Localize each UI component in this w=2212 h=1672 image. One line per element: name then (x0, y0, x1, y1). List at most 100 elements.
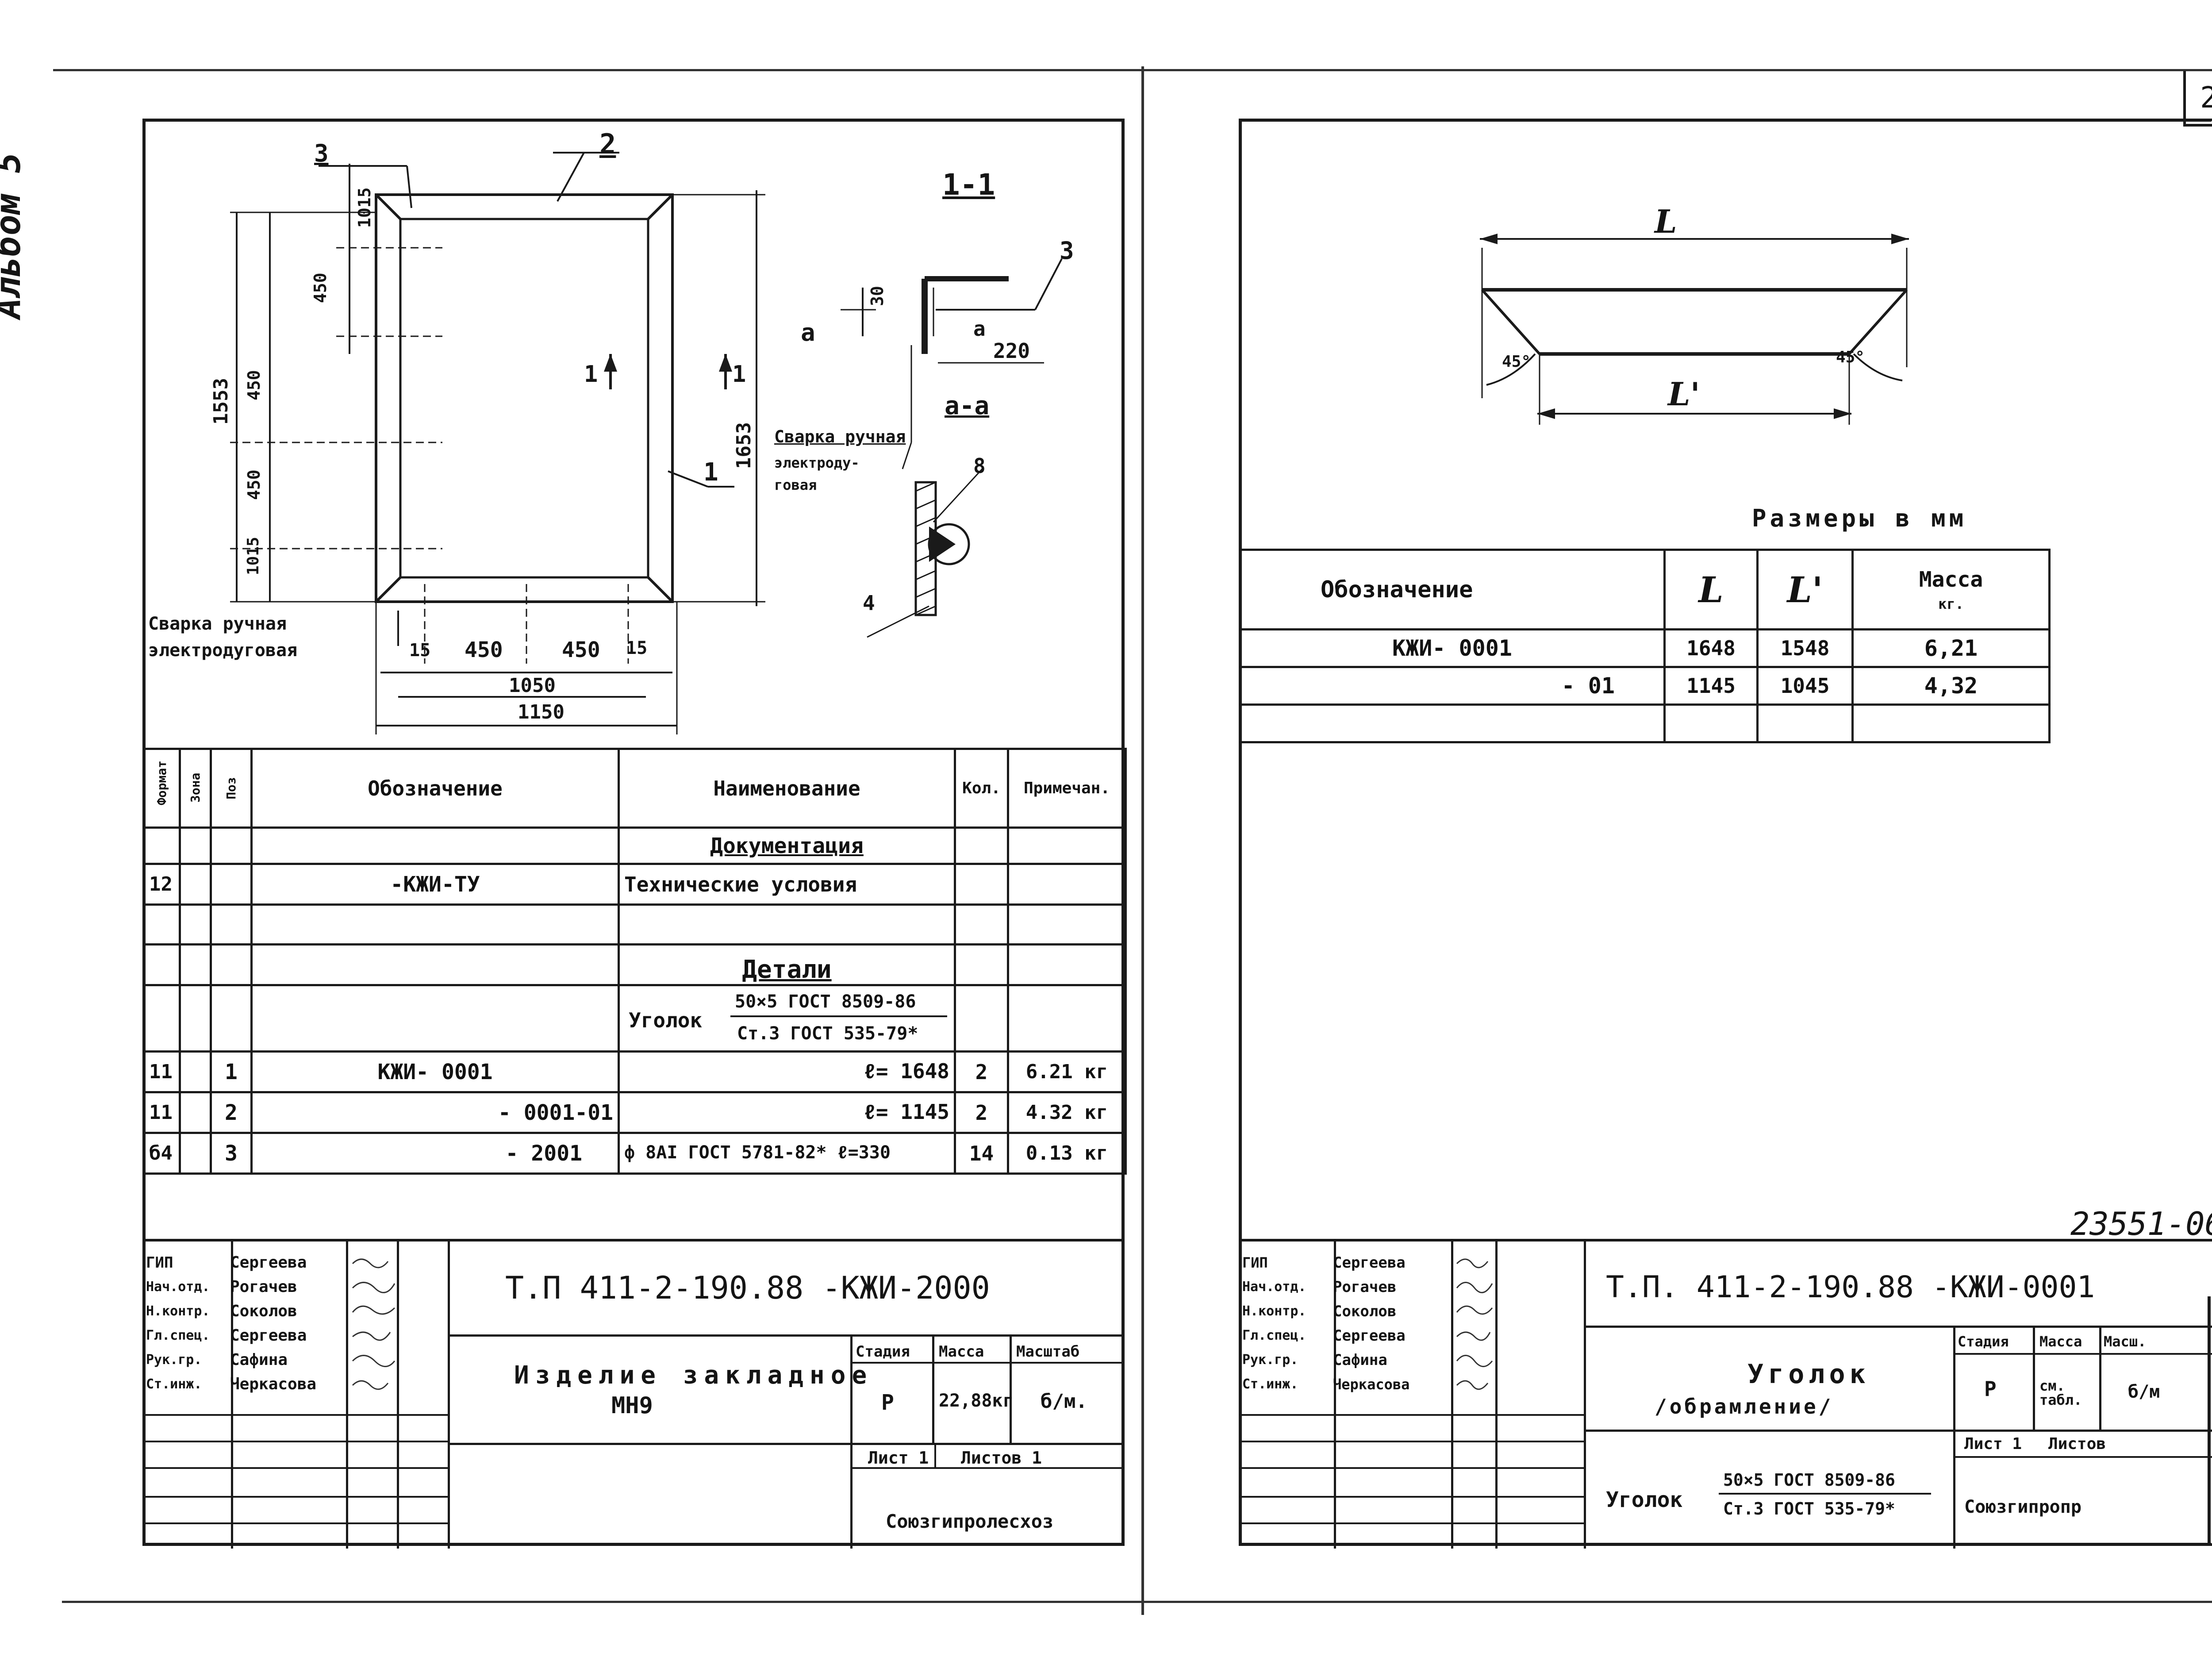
weld-note-right-3: говая (774, 477, 817, 493)
sizes-caption: Размеры в мм (1752, 504, 1967, 532)
dim-15-left: 15 (409, 640, 431, 661)
table-row: Детали (142, 943, 1127, 986)
right-sheets-value: Листов (2048, 1435, 2106, 1453)
mass-header: Масса (939, 1343, 984, 1361)
callout-pos2: 2 (599, 128, 616, 160)
dim-220: 220 (993, 339, 1030, 363)
table-row: Уголок 50×5 ГОСТ 8509-86 Ст.3 ГОСТ 535-7… (142, 984, 1127, 1053)
angle-label: Уголок (629, 1008, 703, 1032)
col-designation: Обозначение (1239, 549, 1666, 630)
dim-L: L (1655, 203, 1677, 240)
col-note-header: Примечан. (1007, 748, 1127, 829)
stage-value: Р (881, 1390, 894, 1415)
dim-15-right: 15 (626, 638, 648, 658)
right-sheet-frame (1239, 119, 2212, 1546)
left-title-1: Изделие закладное (514, 1361, 873, 1390)
right-scale-header: Масш. (2104, 1333, 2147, 1350)
section-marker-left: 1 (584, 361, 598, 388)
page-number: 20 (2200, 81, 2212, 115)
callout-pos3: 3 (314, 139, 329, 167)
dim-450-right: 450 (562, 638, 600, 662)
angle-bottom: Ст.3 ГОСТ 535-79* (737, 1023, 918, 1044)
table-row: 11 1 КЖИ- 0001 ℓ= 1648 2 6.21 кг (142, 1050, 1127, 1093)
weld-note-right-1: Сварка ручная (774, 427, 906, 446)
angle-left: 45° (1502, 353, 1531, 371)
right-sheet-value: Лист 1 (1964, 1435, 2022, 1453)
mass-value: 22,88кг (939, 1391, 1014, 1411)
table-row (142, 903, 1127, 946)
right-title-1: Уголок (1747, 1359, 1870, 1390)
angle-section-drawing (1480, 234, 1909, 425)
dim-bottom-1015: 1015 (244, 537, 262, 575)
signatures (352, 1258, 396, 1390)
table-row: 12 -КЖИ-ТУ Технические условия (142, 863, 1127, 906)
weld-note-left-1: Сварка ручная (148, 614, 287, 634)
stage-header: Стадия (856, 1343, 910, 1361)
scale-header: Масштаб (1016, 1343, 1080, 1361)
frame-outer (375, 193, 674, 603)
frame-inner (399, 218, 649, 579)
angle-right: 45° (1836, 348, 1865, 366)
left-doc-code: Т.П 411-2-190.88 -КЖИ-2000 (505, 1270, 990, 1306)
top-trim-line (53, 69, 2212, 71)
dim-1150: 1150 (518, 701, 565, 723)
right-angle-top: 50×5 ГОСТ 8509-86 (1723, 1470, 1895, 1490)
a-mark-right: а (973, 317, 986, 341)
right-angle-label: Уголок (1606, 1488, 1683, 1512)
table-row: б4 3 - 2001 ф 8АΙ ГОСТ 5781-82* ℓ=330 14… (142, 1132, 1127, 1175)
center-fold-line (1141, 66, 1144, 1615)
left-title-2: МН9 (611, 1392, 653, 1419)
right-mass-header: Масса (2039, 1333, 2082, 1350)
a-mark-left: а (801, 319, 815, 346)
right-sheet-right-edge-low (2208, 1296, 2211, 1544)
specification-table: Формат Зона Поз Обозначение Наименование… (142, 748, 1127, 1175)
col-qty-header: Кол. (954, 748, 1009, 829)
right-title-2: /обрамление/ (1655, 1395, 1834, 1418)
weld-note-left-2: электродуговая (148, 640, 298, 661)
page-number-box: 20 (2183, 71, 2212, 127)
col-L1: L' (1756, 549, 1854, 630)
table-row (1239, 703, 2051, 743)
sizes-table: Обозначение L L' Масса кг. КЖИ- 0001 164… (1239, 549, 2051, 743)
dim-1050: 1050 (509, 674, 556, 697)
right-doc-code: Т.П. 411-2-190.88 -КЖИ-0001 (1606, 1270, 2095, 1305)
col-pos-header: Поз (210, 748, 253, 829)
weld-note-right-2: электроду- (774, 454, 860, 471)
col-name-header: Наименование (618, 748, 956, 829)
bottom-trim-line (62, 1601, 2212, 1603)
sheets-value: Листов 1 (961, 1448, 1042, 1468)
right-signatures (1456, 1258, 1493, 1390)
table-row: КЖИ- 0001 1648 1548 6,21 (1239, 628, 2051, 668)
right-angle-bottom: Ст.3 ГОСТ 535-79* (1723, 1499, 1895, 1518)
dim-4: 4 (863, 591, 875, 615)
dim-8: 8 (973, 454, 986, 478)
right-scale-value: б/м (2128, 1382, 2160, 1402)
angle-top: 50×5 ГОСТ 8509-86 (735, 992, 916, 1012)
detail-label-a-a: а-а (945, 392, 990, 420)
col-mass: Масса кг. (1851, 549, 2051, 630)
col-format-header: Формат (142, 748, 181, 829)
dim-L1: L' (1668, 375, 1700, 413)
right-stage-value: Р (1984, 1377, 1997, 1401)
embed-plate-drawing (230, 152, 1063, 734)
col-zone-header: Зона (179, 748, 212, 829)
section-marker-right: 1 (732, 361, 746, 388)
table-row: - 01 1145 1045 4,32 (1239, 666, 2051, 706)
dim-450-left: 450 (465, 638, 503, 662)
callout-pos1: 1 (703, 458, 718, 487)
archive-code: 23551-06 (2070, 1205, 2212, 1242)
col-designation-header: Обозначение (250, 748, 620, 829)
callout-pos3-section: 3 (1060, 237, 1074, 265)
right-org: Союзгипропр (1964, 1497, 2081, 1517)
section-label-1-1: 1-1 (942, 168, 995, 202)
table-row: Документация (142, 826, 1127, 865)
right-mass-value: см. табл. (2039, 1377, 2082, 1408)
left-org: Союзгипролесхоз (886, 1511, 1054, 1532)
col-L: L (1663, 549, 1759, 630)
sheet-value: Лист 1 (868, 1448, 929, 1468)
right-stage-header: Стадия (1958, 1333, 2009, 1350)
